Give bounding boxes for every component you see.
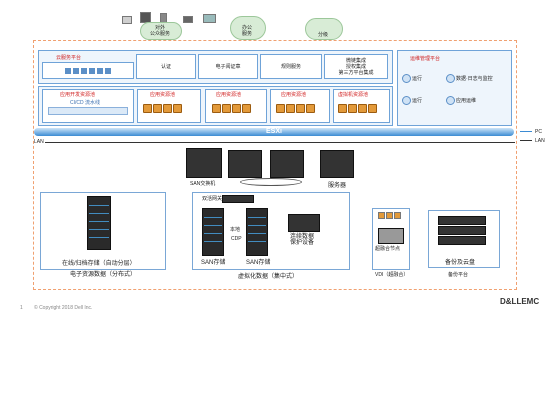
- vm-icon: [242, 104, 251, 113]
- vm-icon: [296, 104, 305, 113]
- gateway-device: [222, 195, 254, 203]
- camera-icon: [183, 16, 193, 23]
- dev-resource-pool: [42, 89, 134, 123]
- ops-item-1: 运行: [412, 76, 423, 82]
- virtualized-label: 虚拟化数据（集中式）: [238, 274, 299, 280]
- vm-pool-title: 虚拟机资源池: [338, 92, 369, 98]
- app-icon: [73, 67, 79, 74]
- san-storage-1: [202, 208, 224, 256]
- app-icon: [89, 67, 95, 74]
- pipeline-bar: [48, 107, 128, 115]
- ops-icon: [446, 74, 455, 83]
- esxi-bar: ESXi: [34, 128, 514, 136]
- ops-icon: [402, 96, 411, 105]
- san-storage-2: [246, 208, 268, 256]
- network-link: [240, 178, 302, 186]
- backup-device: [438, 236, 486, 245]
- backup-cloud-label: 备份及云盘: [445, 260, 476, 266]
- app-icon: [65, 67, 71, 74]
- electronic-data-label: 电子资源数据（分布式）: [70, 272, 137, 278]
- online-archive-label: 在线/归档存储（自动分层）: [62, 261, 136, 267]
- san-storage-1-label: SAN存储: [201, 260, 226, 266]
- vm-icon: [276, 104, 285, 113]
- app-resource-pool-3: [270, 89, 330, 123]
- branch-cloud: [305, 18, 343, 40]
- local-label: 本地: [230, 227, 241, 233]
- public-service-label: 对外 公众服务: [149, 25, 170, 37]
- app-icon: [81, 67, 87, 74]
- user-icon: [378, 212, 385, 219]
- copyright: © Copyright 2018 Dell Inc.: [34, 305, 93, 311]
- hyper-node-device: [378, 228, 404, 244]
- vdi-label: VDI（超融合）: [375, 272, 409, 278]
- office-service-label: 办公 服务: [241, 25, 252, 37]
- lan-label: LAN: [34, 139, 44, 145]
- server-unit: [228, 150, 262, 178]
- vm-icon: [222, 104, 231, 113]
- vm-icon: [143, 104, 152, 113]
- backup-device: [438, 216, 486, 225]
- user-icon: [394, 212, 401, 219]
- server-unit: [270, 150, 304, 178]
- backup-device: [438, 226, 486, 235]
- ops-title: 运维管理平台: [410, 56, 441, 62]
- ops-platform: [397, 50, 512, 126]
- vm-icon: [163, 104, 172, 113]
- vm-icon: [368, 104, 377, 113]
- ops-item-2: 数据·日志与监控: [456, 76, 493, 82]
- san-switch: [186, 148, 222, 178]
- vm-icon: [286, 104, 295, 113]
- cloud-service-icons: [42, 62, 134, 79]
- user-icon: [386, 212, 393, 219]
- vm-icon: [358, 104, 367, 113]
- hyper-node-label: 超融合节点: [375, 246, 401, 252]
- legend-lan-line: [520, 140, 532, 141]
- branch-label: 分级: [317, 32, 328, 38]
- cdp-label: CDP: [231, 236, 242, 242]
- app-pool-1-title: 应用资源池: [150, 92, 176, 98]
- brand-logo: D&LLEMC: [500, 297, 540, 306]
- vm-icon: [306, 104, 315, 113]
- cicd-label: CI/CD 流水线: [70, 100, 101, 106]
- app-icon: [105, 67, 111, 74]
- page-number: 1: [20, 305, 23, 311]
- gateway-label: 双活网关: [202, 196, 223, 202]
- san-switch-label: SAN交换机: [190, 181, 216, 187]
- auth-block: 认证: [136, 54, 196, 79]
- ops-icon: [402, 74, 411, 83]
- printer-icon: [122, 16, 132, 24]
- server-unit: [320, 150, 354, 178]
- protection-label: 连续数据 保护设备: [290, 234, 315, 246]
- app-pool-3-title: 应用资源池: [281, 92, 307, 98]
- vm-icon: [232, 104, 241, 113]
- ops-item-4: 应用运维: [456, 98, 477, 104]
- vm-icon: [173, 104, 182, 113]
- vm-icon: [348, 104, 357, 113]
- office-service-cloud: [230, 16, 266, 40]
- ops-icon: [446, 96, 455, 105]
- app-icon: [97, 67, 103, 74]
- datacenter-frame: [33, 40, 517, 290]
- lan-line: [45, 142, 515, 143]
- backup-platform-label: 备份平台: [448, 272, 469, 278]
- ops-item-3: 运行: [412, 98, 423, 104]
- legend-pc-line: [520, 131, 532, 132]
- legend-pc: PC: [535, 129, 542, 135]
- standard-service-block: 规则服务: [260, 54, 322, 79]
- vm-icon: [212, 104, 221, 113]
- app-pool-2-title: 应用资源池: [216, 92, 242, 98]
- san-storage-2-label: SAN存储: [246, 260, 271, 266]
- cdp-device: [288, 214, 320, 232]
- public-service-cloud: [140, 22, 182, 40]
- dev-pool-title: 应用开发资源池: [60, 92, 96, 98]
- e-approval-block: 电子阅证章: [198, 54, 258, 79]
- laptop-icon: [203, 14, 216, 23]
- vm-icon: [153, 104, 162, 113]
- vm-icon: [338, 104, 347, 113]
- legend-lan: LAN: [535, 138, 545, 144]
- integration-block: 微链集成 授权集成 第三方平台集成: [324, 54, 388, 79]
- servers-label: 服务器: [328, 183, 347, 189]
- storage-rack: [87, 196, 111, 250]
- cloud-service-title: 云服务平台: [56, 55, 82, 61]
